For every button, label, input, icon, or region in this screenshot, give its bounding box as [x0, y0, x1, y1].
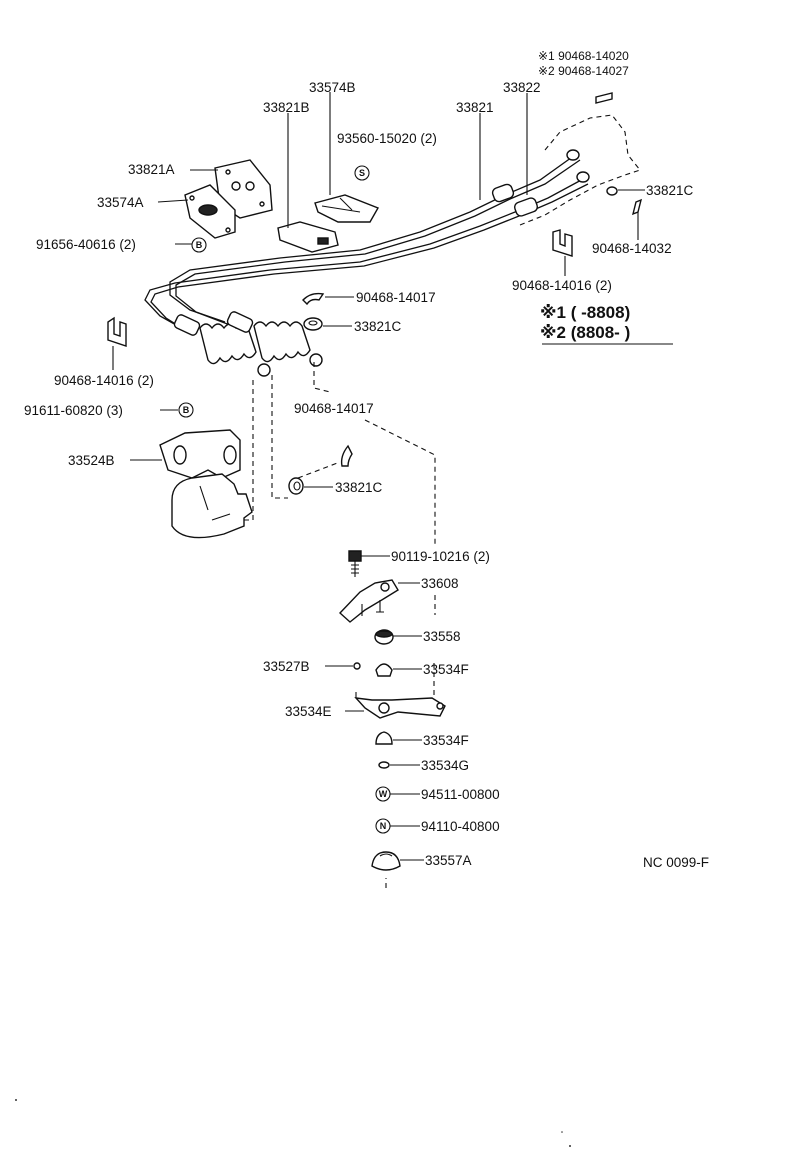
assembly-dashed-lines [240, 362, 436, 888]
marker-s: S [354, 165, 370, 181]
label-33821: 33821 [456, 100, 494, 115]
label-33534F-b: 33534F [423, 733, 469, 748]
marker-b-2: B [178, 402, 194, 418]
shift-cables [144, 149, 590, 377]
doc-code: NC 0099-F [643, 855, 709, 870]
part-33821C-mid [303, 317, 323, 331]
part-90468-14016-left [107, 316, 127, 347]
label-94511-00800: 94511-00800 [421, 787, 500, 802]
part-33821B [277, 221, 339, 253]
label-90468-14032: 90468-14032 [592, 241, 672, 256]
label-94110-40800: 94110-40800 [421, 819, 500, 834]
note-star2-range: ※2 (8808- ) [540, 323, 630, 342]
part-90119-bolt [348, 550, 362, 577]
svg-text:B: B [183, 405, 190, 415]
label-33574A: 33574A [97, 195, 144, 210]
svg-text:S: S [359, 168, 365, 178]
cable-boot-2 [226, 311, 323, 367]
label-33527B: 33527B [263, 659, 310, 674]
part-33574A [184, 184, 236, 239]
part-90468-14032 [631, 198, 643, 216]
part-33558 [374, 629, 394, 645]
label-33608: 33608 [421, 576, 459, 591]
marker-n: N [375, 818, 391, 834]
label-93560-15020: 93560-15020 (2) [337, 131, 437, 146]
svg-text:B: B [196, 240, 203, 250]
svg-text:N: N [380, 821, 387, 831]
part-33821C-top [606, 186, 618, 196]
marker-w: W [375, 786, 391, 802]
label-33574B: 33574B [309, 80, 356, 95]
label-33821B: 33821B [263, 100, 310, 115]
part-33534F-low [375, 731, 393, 745]
label-33557A: 33557A [425, 853, 472, 868]
label-33821C-b: 33821C [354, 319, 402, 334]
label-33524B: 33524B [68, 453, 115, 468]
part-33821C-low [288, 477, 304, 495]
label-33821A: 33821A [128, 162, 175, 177]
transmission-housing [171, 473, 253, 539]
label-33821C-a: 33821C [646, 183, 694, 198]
label-90468-14017-b: 90468-14017 [294, 401, 374, 416]
label-91656-40616: 91656-40616 (2) [36, 237, 136, 252]
part-90468-14020-clip [595, 92, 613, 104]
note-star1-range: ※1 ( -8808) [540, 303, 630, 322]
label-90468-14016-b: 90468-14016 (2) [54, 373, 154, 388]
part-33534F-top [375, 663, 393, 677]
label-91611-60820: 91611-60820 (3) [24, 403, 123, 418]
label-33534F-a: 33534F [423, 662, 469, 677]
leader-lines [112, 92, 673, 861]
marker-b-1: B [191, 237, 207, 253]
part-33534G [378, 761, 390, 769]
label-33534G: 33534G [421, 758, 469, 773]
label-33821C-c: 33821C [335, 480, 383, 495]
part-33524B [159, 429, 241, 479]
label-33558: 33558 [423, 629, 461, 644]
part-33574B [314, 194, 380, 223]
part-90468-14017-low [340, 444, 353, 467]
svg-text:W: W [379, 789, 388, 799]
label-33822: 33822 [503, 80, 541, 95]
note-star1-part: ※1 90468-14020 [538, 49, 629, 63]
label-33534E: 33534E [285, 704, 332, 719]
part-33534E-lever [354, 692, 446, 719]
label-90468-14017-a: 90468-14017 [356, 290, 436, 305]
cable-boot-1 [173, 314, 271, 377]
part-33527B [353, 662, 361, 670]
label-90119-10216: 90119-10216 (2) [391, 549, 490, 564]
part-90468-14016-right [552, 229, 573, 257]
part-33608-lever [338, 579, 399, 623]
part-33557A-knob [371, 851, 401, 871]
label-90468-14016-a: 90468-14016 (2) [512, 278, 612, 293]
part-90468-14017-clip [302, 292, 325, 306]
note-star2-part: ※2 90468-14027 [538, 64, 629, 78]
